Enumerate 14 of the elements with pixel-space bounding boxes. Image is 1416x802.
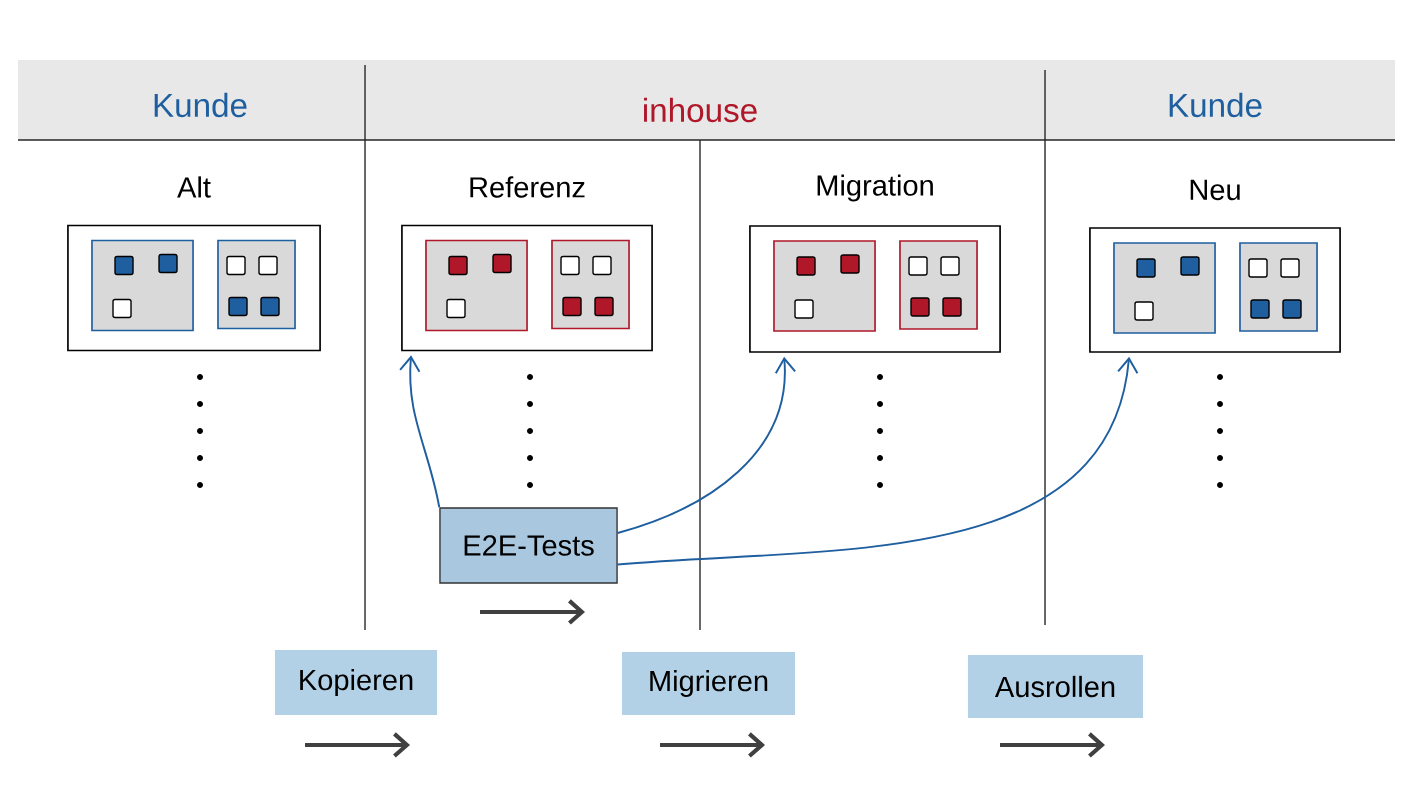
step-label: Migrieren [621,652,796,715]
column-header: Kunde [1169,92,1262,118]
column-heading: Referenz [470,176,585,198]
column-header: inhouse [644,97,757,123]
column-header: Kunde [154,92,247,118]
arrow [616,356,797,534]
arrow [616,356,1139,566]
step-label: Ausrollen [967,655,1144,718]
column-heading: Alt [177,176,211,198]
arrow [399,355,441,509]
column-heading: Migration [817,174,933,202]
test-box: E2E-Tests [439,507,618,584]
step-label: Kopieren [274,650,438,715]
column-heading: Neu [1190,179,1240,201]
